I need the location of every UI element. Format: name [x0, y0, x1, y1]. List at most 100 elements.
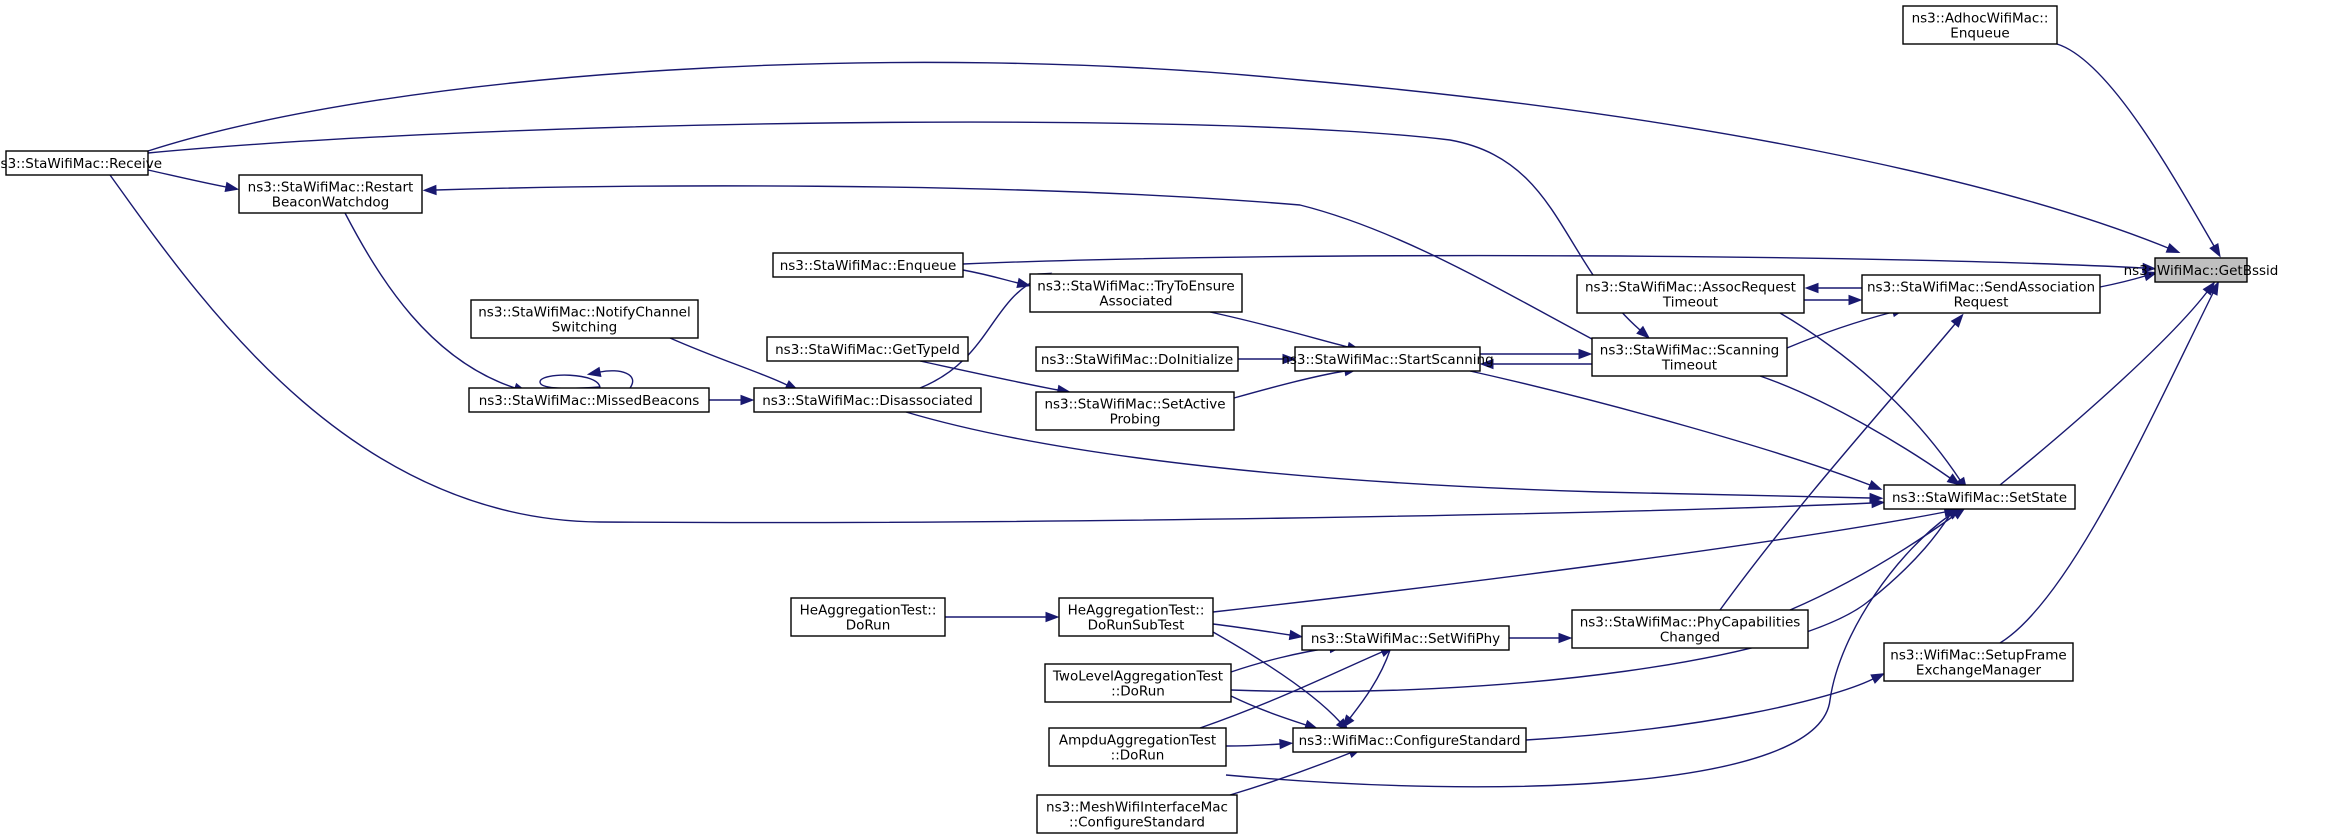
node-label: ns3::StaWifiMac::Enqueue: [780, 258, 957, 274]
node-he-dorunsub[interactable]: HeAggregationTest::DoRunSubTest: [1058, 597, 1214, 637]
node-label: Probing: [1110, 412, 1161, 428]
node-configure-std[interactable]: ns3::WifiMac::ConfigureStandard: [1292, 727, 1527, 753]
arrowhead: [1578, 348, 1593, 360]
node-label: ns3::StaWifiMac::MissedBeacons: [479, 393, 700, 409]
node-label: Switching: [552, 320, 618, 336]
node-label: Associated: [1099, 294, 1172, 310]
edge-line: [2056, 43, 2215, 247]
edge-setup-frame-to-getbssid: [1999, 280, 2219, 644]
edge-line: [147, 61, 2169, 249]
node-label: ns3::AdhocWifiMac::: [1912, 11, 2049, 27]
node-label: TwoLevelAggregationTest: [1052, 669, 1223, 685]
edge-receive-to-scanning-timeout: [147, 121, 1651, 339]
node-box: [1591, 337, 1788, 377]
edge-line: [1999, 292, 2214, 644]
arrowhead: [1479, 358, 1494, 370]
edge-line: [147, 121, 1641, 331]
node-label: ns3::StaWifiMac::PhyCapabilities: [1580, 615, 1801, 631]
node-box: [5, 150, 149, 176]
node-getbssid[interactable]: ns3::WifiMac::GetBssid: [2124, 257, 2279, 283]
edge-line: [1229, 752, 1351, 796]
node-he-dorun[interactable]: HeAggregationTest::DoRun: [790, 597, 946, 637]
node-label: HeAggregationTest::: [800, 603, 937, 619]
node-box: [1571, 609, 1809, 649]
edge-line: [1230, 514, 1951, 693]
node-label: ns3::StaWifiMac::Restart: [248, 180, 414, 196]
arrowhead: [1288, 629, 1304, 641]
edge-line: [1999, 291, 2208, 486]
node-disassociated[interactable]: ns3::StaWifiMac::Disassociated: [753, 387, 982, 413]
edge-disassociated-to-set-state: [905, 411, 1884, 504]
edge-line: [1779, 312, 1961, 481]
node-label: ns3::StaWifiMac::SetActive: [1044, 397, 1225, 413]
node-sta-enqueue[interactable]: ns3::StaWifiMac::Enqueue: [772, 252, 964, 278]
edge-line: [344, 212, 516, 389]
edge-start-scanning-to-scanning-timeout: [1479, 348, 1593, 360]
node-ampdu-dorun[interactable]: AmpduAggregationTest::DoRun: [1048, 727, 1227, 767]
node-box: [1058, 597, 1214, 637]
edge-receive-to-restart-beacon: [147, 169, 240, 193]
edge-sta-enqueue-to-try-ensure: [962, 269, 1032, 288]
node-set-wifiphy[interactable]: ns3::StaWifiMac::SetWifiPhy: [1301, 625, 1510, 651]
edge-line: [539, 370, 634, 390]
node-adhoc-enqueue[interactable]: ns3::AdhocWifiMac::Enqueue: [1902, 5, 2058, 45]
node-label: AmpduAggregationTest: [1059, 733, 1216, 749]
edge-assoc-timeout-to-send-assoc: [1803, 294, 1863, 306]
arrowhead: [1870, 673, 1886, 684]
edge-line: [435, 185, 1593, 340]
node-box: [1044, 663, 1232, 703]
node-label: ns3::StaWifiMac::Scanning: [1600, 343, 1779, 359]
arrowhead: [1282, 353, 1297, 365]
edge-line: [109, 174, 1873, 524]
edge-configure-std-to-setup-frame: [1525, 673, 1886, 741]
edge-he-dorunsub-to-set-state: [1212, 506, 1959, 613]
node-label: DoRunSubTest: [1088, 618, 1185, 634]
node-box: [790, 597, 946, 637]
node-set-state[interactable]: ns3::StaWifiMac::SetState: [1883, 484, 2076, 510]
edge-missed-beacons-to-disassociated: [709, 394, 755, 406]
node-box: [2154, 257, 2248, 283]
arrowhead: [224, 181, 240, 193]
edge-set-wifiphy-to-configure-std: [1341, 649, 1391, 729]
edge-line: [1786, 311, 1894, 349]
node-label: ::ConfigureStandard: [1069, 815, 1205, 831]
node-box: [1035, 391, 1235, 431]
node-start-scanning[interactable]: ns3::StaWifiMac::StartScanning: [1281, 346, 1494, 372]
node-receive[interactable]: ns3::StaWifiMac::Receive: [0, 150, 162, 176]
edge-send-assoc-to-getbssid: [2099, 271, 2158, 288]
edge-line: [147, 169, 227, 188]
node-label: Request: [1954, 295, 2009, 311]
edge-twolevel-dorun-to-set-state: [1230, 503, 1958, 693]
edge-scanning-timeout-to-start-scanning: [1479, 358, 1592, 370]
node-label: Enqueue: [1950, 26, 2009, 42]
node-label: HeAggregationTest::: [1068, 603, 1205, 619]
edge-he-dorun-to-he-dorunsub: [945, 611, 1060, 623]
node-label: Changed: [1660, 630, 1720, 646]
node-box: [1301, 625, 1510, 651]
node-box: [772, 252, 964, 278]
node-box: [1576, 274, 1805, 314]
node-do-initialize[interactable]: ns3::StaWifiMac::DoInitialize: [1035, 346, 1239, 372]
node-missed-beacons[interactable]: ns3::StaWifiMac::MissedBeacons: [468, 387, 710, 413]
edge-line: [919, 360, 1059, 391]
node-twolevel-dorun[interactable]: TwoLevelAggregationTest::DoRun: [1044, 663, 1232, 703]
node-get-typeid[interactable]: ns3::StaWifiMac::GetTypeId: [766, 336, 969, 362]
edge-line: [1759, 375, 1951, 479]
node-label: DoRun: [846, 618, 891, 634]
node-box: [1294, 346, 1481, 372]
node-label: ns3::StaWifiMac::Receive: [0, 156, 162, 172]
node-label: ns3::StaWifiMac::GetTypeId: [775, 342, 960, 358]
node-mesh-configure[interactable]: ns3::MeshWifiInterfaceMac::ConfigureStan…: [1036, 794, 1238, 834]
node-box: [1883, 484, 2076, 510]
edge-line: [1525, 678, 1874, 741]
node-label: ns3::StaWifiMac::NotifyChannel: [478, 305, 691, 321]
